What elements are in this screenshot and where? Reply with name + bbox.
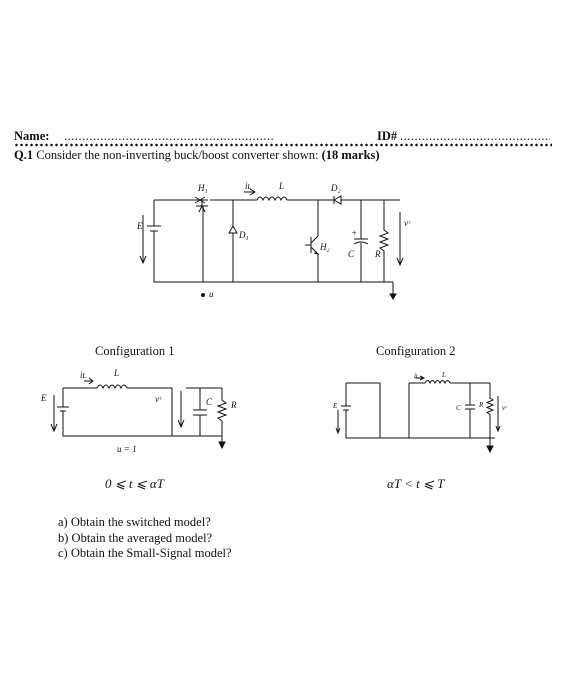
c1-label-vc: vᶜ	[155, 394, 162, 404]
config2-interval: αT < t ⩽ T	[387, 476, 445, 491]
id-field: ........................................…	[400, 129, 550, 143]
c1-label-u: u = 1	[117, 444, 137, 454]
label-iL: iʟ	[245, 181, 252, 191]
config1-title: Configuration 1	[95, 344, 175, 358]
label-H2: H₂	[319, 242, 330, 252]
subquestion-a: a) Obtain the switched model?	[58, 515, 211, 529]
name-label: Name:	[14, 129, 50, 143]
label-L: L	[278, 181, 284, 191]
config2-circuit	[335, 375, 501, 454]
c1-label-iL: iʟ	[80, 370, 87, 380]
question-marks: (18 marks)	[321, 148, 380, 162]
c1-label-C: C	[206, 397, 213, 407]
label-plus: +	[351, 228, 357, 238]
label-C: C	[348, 249, 355, 259]
label-D1: D₁	[238, 230, 249, 240]
label-vc: vᶜ	[404, 218, 411, 228]
config1-interval: 0 ⩽ t ⩽ αT	[105, 476, 164, 491]
subquestion-list: a) Obtain the switched model? b) Obtain …	[58, 515, 232, 562]
header-row: Name: ..................................…	[14, 129, 552, 145]
c1-label-E: E	[40, 393, 47, 403]
label-D2: D₂	[330, 183, 341, 193]
name-field: ........................................…	[64, 129, 274, 143]
c2-label-E: E	[332, 402, 338, 410]
config2-title: Configuration 2	[376, 344, 456, 358]
c2-label-C: C	[456, 404, 461, 412]
c2-label-L: L	[441, 371, 446, 379]
c2-label-R: R	[478, 401, 484, 409]
label-E: E	[136, 221, 143, 231]
subquestion-c: c) Obtain the Small-Signal model?	[58, 546, 232, 560]
question-number: Q.1	[14, 148, 34, 162]
label-H1: H₁	[197, 183, 208, 193]
subquestion-b: b) Obtain the averaged model?	[58, 530, 213, 545]
question-line: Q.1 Consider the non-inverting buck/boos…	[14, 148, 380, 163]
config1-circuit	[50, 377, 228, 450]
c1-label-R: R	[230, 400, 237, 410]
c2-label-iL: iʟ	[414, 372, 419, 380]
id-label: ID#	[377, 129, 398, 143]
label-u: u	[209, 289, 214, 299]
c1-label-L: L	[113, 368, 119, 378]
c2-label-vc: vᶜ	[502, 404, 508, 412]
label-R: R	[374, 249, 381, 259]
dotted-divider	[14, 143, 552, 147]
question-text: Consider the non-inverting buck/boost co…	[36, 148, 319, 162]
